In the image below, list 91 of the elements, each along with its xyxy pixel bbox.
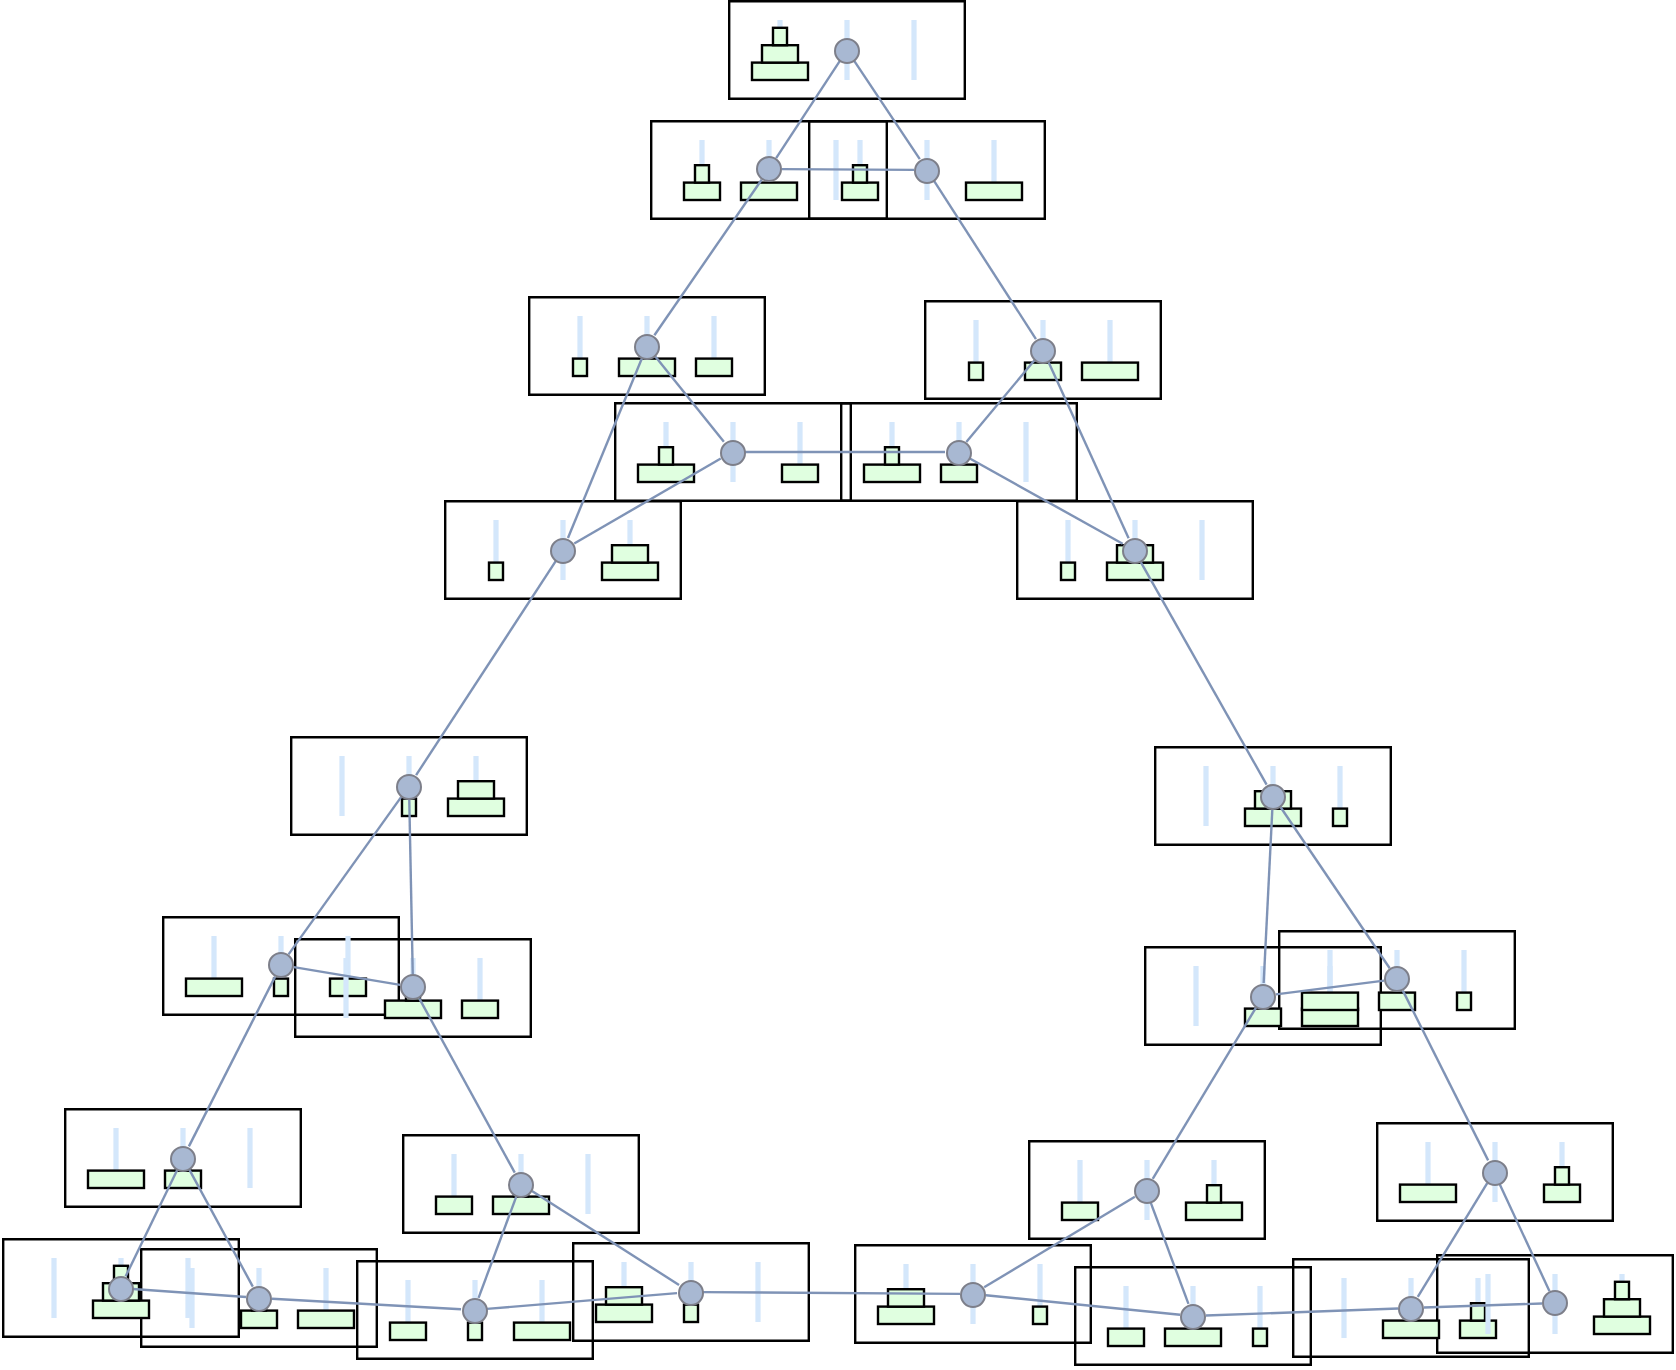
- connector-line: [965, 359, 1036, 443]
- vertex-dot: [834, 37, 860, 63]
- connector-line: [271, 1297, 462, 1311]
- connector-line: [1149, 1201, 1190, 1305]
- state-panel: [924, 300, 1162, 400]
- connector-line: [531, 1190, 680, 1286]
- state-panel: [290, 736, 528, 836]
- vertex-dot: [1180, 1303, 1206, 1329]
- connector-line: [1498, 1183, 1551, 1292]
- connector-line: [188, 1168, 254, 1288]
- state-panel: [1, 1238, 239, 1338]
- connector-line: [187, 976, 277, 1147]
- state-panel: [162, 915, 400, 1015]
- connector-line: [1139, 560, 1268, 786]
- connector-line: [1262, 808, 1274, 984]
- state-panel: [444, 500, 682, 600]
- connector-line: [408, 798, 414, 975]
- connector-line: [985, 1294, 1181, 1316]
- state-panel: [1074, 1266, 1312, 1366]
- vertex-dot: [550, 537, 576, 563]
- state-panel: [839, 402, 1077, 502]
- connector-line: [1416, 1182, 1489, 1298]
- connector-line: [968, 457, 1124, 545]
- vertex-dot: [1030, 337, 1056, 363]
- connector-line: [745, 450, 945, 454]
- vertex-dot: [634, 333, 660, 359]
- connector-line: [415, 560, 557, 776]
- state-panel: [1375, 1122, 1613, 1222]
- state-panel: [808, 120, 1046, 220]
- vertex-dot: [400, 974, 426, 1000]
- vertex-dot: [268, 952, 294, 978]
- state-panel: [64, 1108, 302, 1208]
- connector-line: [287, 795, 403, 956]
- vertex-dot: [1542, 1290, 1568, 1316]
- vertex-dot: [1398, 1295, 1424, 1321]
- state-panel: [294, 937, 532, 1037]
- state-panel: [140, 1248, 378, 1348]
- connector-line: [782, 167, 914, 172]
- vertex-dot: [246, 1285, 272, 1311]
- connector-line: [933, 180, 1037, 340]
- state-panel: [854, 1244, 1092, 1344]
- vertex-dot: [1250, 983, 1276, 1009]
- connector-line: [1279, 806, 1391, 969]
- state-panel: [650, 119, 888, 219]
- connector-line: [653, 179, 763, 336]
- vertex-dot: [461, 1297, 487, 1323]
- connector-line: [124, 1169, 179, 1277]
- state-panel: [528, 296, 766, 396]
- vertex-dot: [1260, 783, 1286, 809]
- vertex-dot: [508, 1171, 534, 1197]
- vertex-dot: [960, 1281, 986, 1307]
- vertex-dot: [945, 439, 971, 465]
- state-panel: [1154, 746, 1392, 846]
- connector-line: [573, 457, 722, 545]
- state-panel: [1436, 1253, 1674, 1353]
- connector-line: [1423, 1302, 1543, 1309]
- connector-line: [477, 1195, 518, 1299]
- state-panel: [728, 0, 966, 100]
- vertex-dot: [677, 1279, 703, 1305]
- connector-line: [1401, 990, 1490, 1161]
- state-panel: [402, 1134, 640, 1234]
- connector-line: [418, 997, 516, 1174]
- connector-line: [1047, 361, 1130, 539]
- vertex-dot: [396, 773, 422, 799]
- state-panel: [1144, 946, 1382, 1046]
- connector-line: [293, 965, 401, 987]
- connector-line: [1205, 1307, 1399, 1317]
- connector-line: [853, 60, 921, 160]
- state-panel: [355, 1260, 593, 1360]
- connector-line: [654, 355, 725, 443]
- state-panel: [1027, 1140, 1265, 1240]
- vertex-dot: [1384, 966, 1410, 992]
- state-panel: [613, 402, 851, 502]
- state-panel: [1292, 1258, 1530, 1358]
- connector-line: [775, 60, 841, 159]
- vertex-dot: [914, 157, 940, 183]
- vertex-dot: [1481, 1159, 1507, 1185]
- connector-line: [703, 1290, 960, 1296]
- state-panel: [1015, 500, 1253, 600]
- vertex-dot: [756, 156, 782, 182]
- vertex-dot: [719, 439, 745, 465]
- state-panel: [571, 1242, 809, 1342]
- connector-line: [1151, 1006, 1258, 1180]
- connector-line: [132, 1287, 247, 1299]
- vertex-dot: [1133, 1177, 1159, 1203]
- vertex-dot: [170, 1145, 196, 1171]
- connector-line: [983, 1195, 1136, 1289]
- connector-line: [486, 1291, 678, 1311]
- connector-line: [566, 357, 644, 539]
- state-panel: [1278, 929, 1516, 1029]
- connector-line: [1275, 979, 1385, 996]
